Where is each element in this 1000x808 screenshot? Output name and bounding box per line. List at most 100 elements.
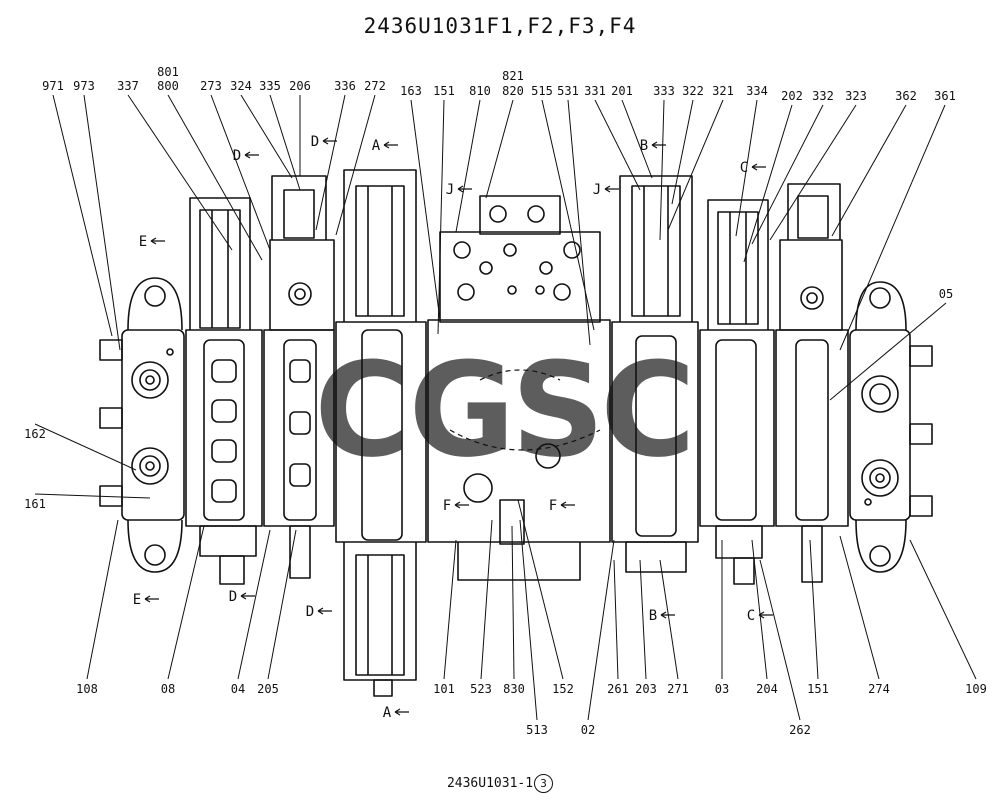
part-number-label: 513 [526, 723, 548, 737]
section-cut-label: C [747, 608, 755, 624]
leader-line [639, 559, 647, 680]
part-number-label: 337 [117, 79, 139, 93]
leader-line [541, 99, 595, 331]
part-number-label: 830 [503, 682, 525, 696]
part-number-label: 109 [965, 682, 987, 696]
valve-section-04 [263, 175, 335, 579]
part-number-label: 322 [682, 84, 704, 98]
leader-line [240, 94, 293, 179]
part-number-label: 108 [76, 682, 98, 696]
leader-line [831, 104, 907, 237]
section-arrow [651, 141, 666, 149]
section-cut-label: B [640, 138, 648, 154]
part-number-label: 151 [807, 682, 829, 696]
watermark-letter: S [511, 334, 605, 486]
part-number-label: 05 [939, 287, 953, 301]
leader-line [485, 99, 514, 199]
part-number-label: 973 [73, 79, 95, 93]
sheet-number: 3 [534, 774, 554, 793]
leader-line [167, 94, 263, 261]
valve-section-151 [775, 183, 849, 583]
section-arrow [560, 501, 575, 509]
part-number-label: 321 [712, 84, 734, 98]
part-number-label: 801 [157, 65, 179, 79]
section-cut-label: D [306, 604, 314, 620]
section-cut-label: F [549, 498, 557, 514]
part-number-label: 971 [42, 79, 64, 93]
section-arrow [751, 163, 766, 171]
part-number-label: 08 [161, 682, 175, 696]
leader-line [829, 302, 947, 401]
leader-line [839, 535, 880, 680]
part-number-label: 335 [259, 79, 281, 93]
leader-line [809, 539, 819, 680]
section-arrow [383, 141, 398, 149]
leader-line [759, 559, 801, 721]
section-cut-label: C [740, 160, 748, 176]
leader-line [511, 525, 515, 680]
inlet-body-101 [427, 195, 611, 581]
part-number-label: 262 [789, 723, 811, 737]
part-number-label: 331 [584, 84, 606, 98]
leader-line [335, 94, 376, 236]
section-arrow [457, 185, 472, 193]
leader-line [769, 104, 857, 241]
right-end-plate [849, 281, 933, 573]
part-number-label: 02 [581, 723, 595, 737]
leader-line [659, 559, 679, 680]
section-cut-label: D [229, 589, 237, 605]
leader-line [517, 499, 564, 680]
leader-line [269, 94, 301, 191]
section-arrow [144, 595, 159, 603]
leader-line [743, 104, 793, 263]
leader-line [587, 539, 615, 721]
leader-line [52, 94, 113, 337]
leader-line [210, 94, 271, 251]
watermark-letter: G [409, 334, 516, 486]
part-number-label: 361 [934, 89, 956, 103]
part-number-label: 152 [552, 682, 574, 696]
part-number-label: 820 [502, 84, 524, 98]
section-arrow [240, 592, 255, 600]
part-number-label: 272 [364, 79, 386, 93]
valve-section-08 [185, 197, 263, 585]
part-number-label: 206 [289, 79, 311, 93]
part-number-label: 151 [433, 84, 455, 98]
section-arrow [317, 607, 332, 615]
section-arrow [394, 708, 409, 716]
leader-line [594, 99, 641, 191]
part-number-label: 201 [611, 84, 633, 98]
left-end-plate [99, 277, 185, 573]
part-number-label: 523 [470, 682, 492, 696]
section-arrow [454, 501, 469, 509]
leader-line [34, 423, 137, 471]
section-cut-label: D [311, 134, 319, 150]
leader-line [315, 94, 346, 231]
part-number-label: 203 [635, 682, 657, 696]
part-number-label: 03 [715, 682, 729, 696]
part-number-label: 810 [469, 84, 491, 98]
leader-line [267, 529, 297, 680]
section-arrow [150, 237, 165, 245]
leader-line [751, 539, 768, 680]
leader-line [237, 529, 271, 680]
leader-line [437, 99, 445, 335]
leader-line [659, 99, 665, 241]
section-cut-label: B [649, 608, 657, 624]
part-number-label: 821 [502, 69, 524, 83]
section-cut-label: D [233, 148, 241, 164]
part-number-label: 202 [781, 89, 803, 103]
leader-line [671, 99, 694, 205]
part-number-label: 336 [334, 79, 356, 93]
leader-line [167, 525, 205, 680]
leader-line [455, 99, 481, 233]
part-number-label: 531 [557, 84, 579, 98]
section-cut-label: A [372, 138, 381, 154]
part-number-label: 323 [845, 89, 867, 103]
part-number-label: 332 [812, 89, 834, 103]
section-cut-label: J [593, 182, 601, 198]
